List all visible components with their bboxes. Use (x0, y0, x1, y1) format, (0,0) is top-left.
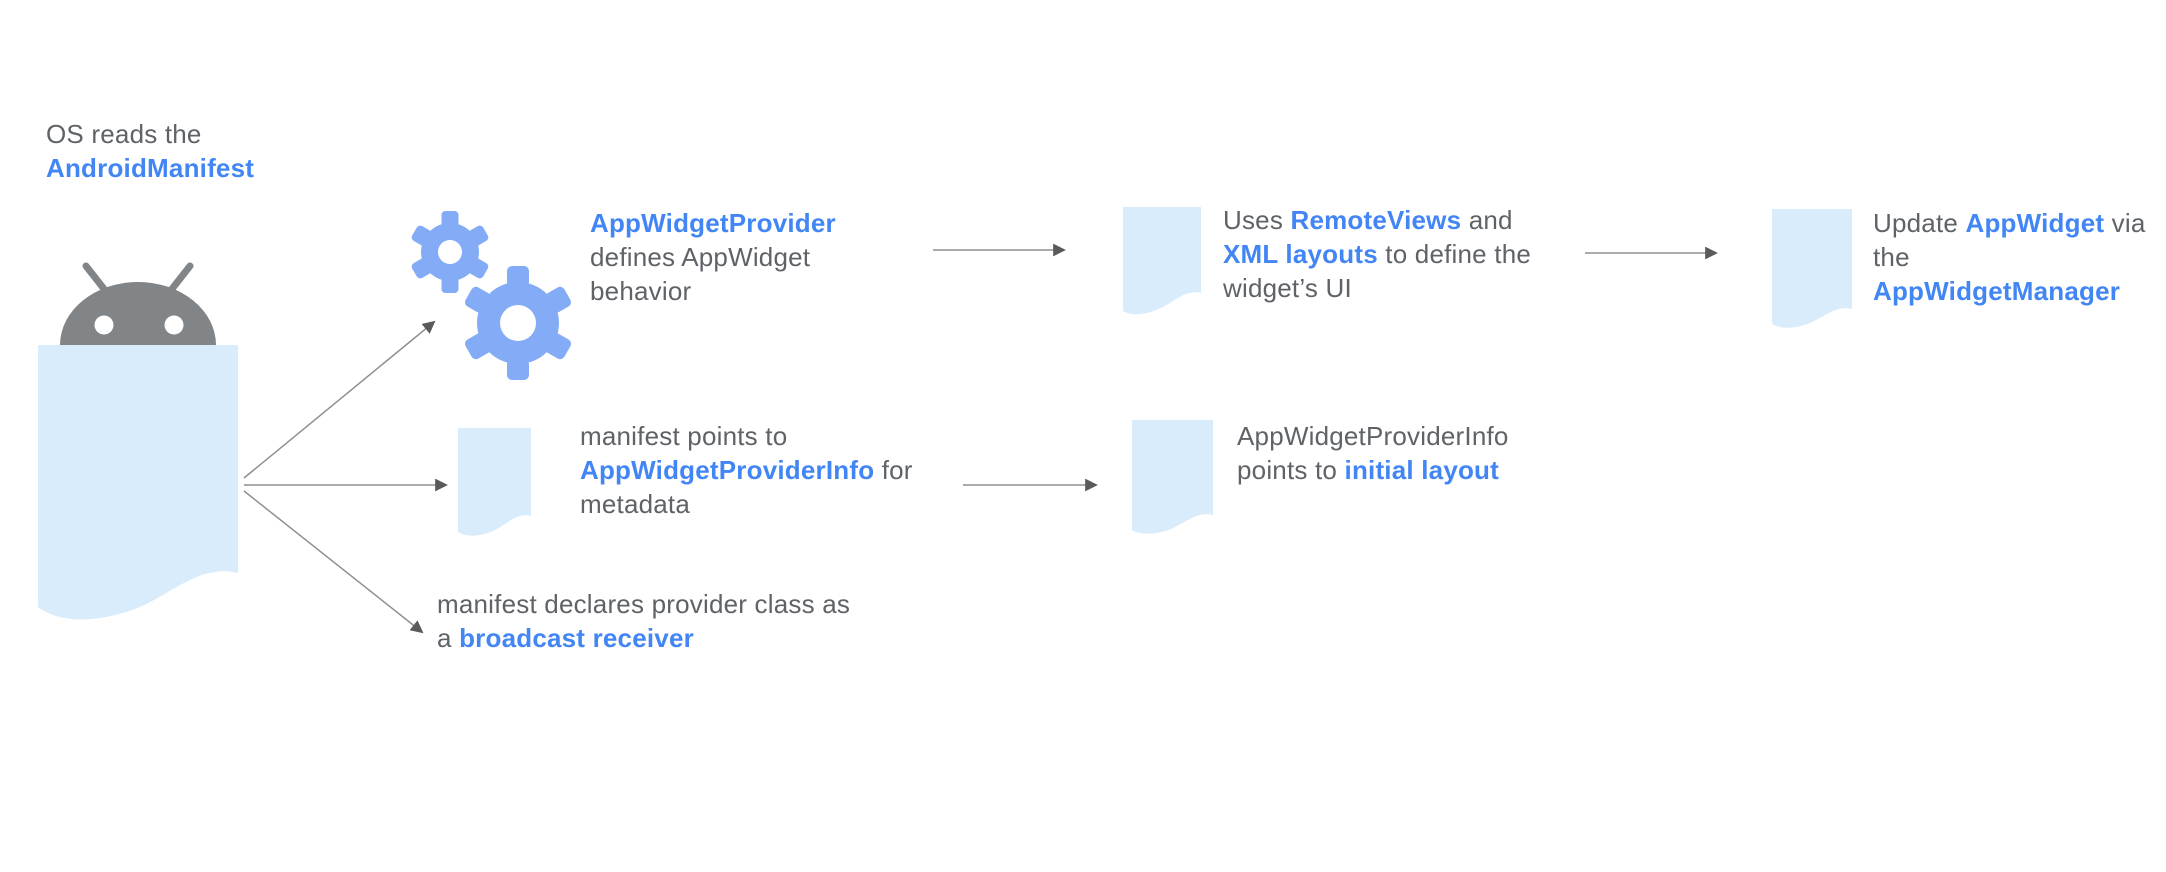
manifest-document-icon (38, 345, 238, 620)
appwidgetprovider-label: AppWidgetProvider defines AppWidget beha… (590, 208, 836, 306)
android-robot-icon (60, 262, 216, 345)
providerinfo-label: AppWidgetProviderInfo points to initial … (1237, 421, 1509, 485)
update-appwidget-label: Update AppWidget via the AppWidgetManage… (1873, 208, 2146, 306)
appwidgetproviderinfo-link[interactable]: AppWidgetProviderInfo (580, 455, 875, 485)
arrow-connector-flow (933, 243, 1718, 492)
arrow-to-gears (243, 320, 436, 479)
remoteviews-link[interactable]: RemoteViews (1290, 205, 1462, 235)
os-reads-line1: OS reads the (46, 119, 202, 149)
document-icon (1772, 209, 1852, 328)
document-icon (1123, 207, 1201, 315)
appwidget-link[interactable]: AppWidget (1965, 208, 2105, 238)
document-icon (458, 428, 531, 536)
arrow-to-broadcast (243, 490, 424, 634)
appwidgetmanager-link[interactable]: AppWidgetManager (1873, 276, 2121, 306)
appwidgetprovider-link[interactable]: AppWidgetProvider (590, 208, 836, 238)
os-reads-label: OS reads the AndroidManifest (46, 117, 254, 185)
androidmanifest-link[interactable]: AndroidManifest (46, 153, 255, 183)
gears-icon (411, 211, 572, 380)
xml-layouts-link[interactable]: XML layouts (1223, 239, 1378, 269)
manifest-points-label: manifest points to AppWidgetProviderInfo… (580, 421, 913, 519)
broadcast-receiver-link[interactable]: broadcast receiver (459, 623, 694, 653)
remoteviews-label: Uses RemoteViews and XML layouts to defi… (1223, 205, 1532, 303)
document-icon (1132, 420, 1213, 534)
arrow-connector-fan (243, 320, 448, 634)
broadcast-receiver-label: manifest declares provider class as a br… (437, 589, 851, 653)
robot-right-eye (164, 315, 184, 335)
initial-layout-link[interactable]: initial layout (1344, 455, 1499, 485)
robot-left-eye (94, 315, 114, 335)
